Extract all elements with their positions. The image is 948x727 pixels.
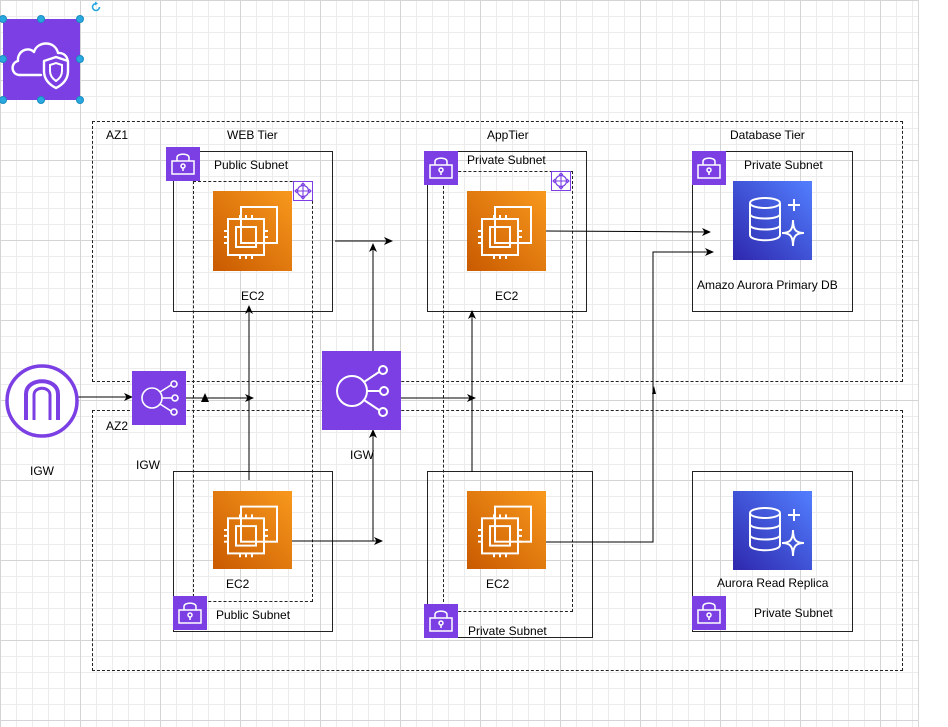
db-private-subnet-az2[interactable] [692, 471, 853, 632]
subnet-lock-icon [424, 604, 458, 638]
subnet-lock-icon [166, 147, 200, 181]
elastic-load-balancer-icon[interactable] [132, 371, 186, 425]
selection-handle-s[interactable] [37, 96, 45, 104]
selection-handle-ne[interactable] [76, 15, 84, 23]
subnet-lock-icon [692, 151, 726, 185]
internet-gateway-icon[interactable] [3, 362, 81, 440]
elb-center-label: IGW [350, 448, 374, 462]
web-az2-subnet-label: Public Subnet [216, 608, 291, 622]
selection-handle-se[interactable] [76, 96, 84, 104]
aurora-database-icon[interactable] [733, 491, 812, 570]
ec2-web-az1-label: EC2 [241, 289, 265, 303]
ec2-web-az2-label: EC2 [226, 577, 250, 591]
ec2-app-az1-label: EC2 [495, 289, 519, 303]
db-az1-subnet-label: Private Subnet [744, 158, 823, 172]
web-tier-label: WEB Tier [227, 128, 278, 142]
ec2-instance-icon[interactable] [213, 491, 292, 569]
web-az1-subnet-label: Public Subnet [214, 158, 289, 172]
selection-handle-e[interactable] [76, 55, 84, 63]
auto-scaling-group-icon [551, 171, 571, 191]
az1-label: AZ1 [106, 128, 129, 142]
subnet-lock-icon [173, 596, 207, 630]
app-tier-label: AppTier [487, 128, 529, 142]
app-private-subnet-az2[interactable] [427, 471, 593, 638]
ec2-app-az2-label: EC2 [486, 577, 510, 591]
selection-handle-n[interactable] [37, 15, 45, 23]
web-public-subnet-az1[interactable] [173, 151, 333, 312]
auto-scaling-group-icon [293, 181, 313, 201]
selection-handle-w[interactable] [0, 55, 7, 63]
primary-db-label: Amazo Aurora Primary DB [697, 278, 838, 292]
app-az1-subnet-label: Private Subnet [467, 153, 546, 167]
ec2-instance-icon[interactable] [467, 191, 546, 271]
app-az2-subnet-label: Private Subnet [468, 624, 547, 638]
subnet-lock-icon [692, 596, 726, 630]
aurora-database-icon[interactable] [733, 181, 812, 260]
az2-label: AZ2 [106, 419, 129, 433]
elb-left-label: IGW [136, 458, 160, 472]
igw-label: IGW [30, 464, 54, 478]
vpc-icon[interactable] [3, 19, 80, 100]
az1-zone[interactable] [92, 121, 903, 382]
az2-zone[interactable] [92, 410, 903, 671]
elastic-load-balancer-icon[interactable] [322, 351, 401, 430]
db-tier-label: Database Tier [730, 128, 805, 142]
link-app-az1-to-primary-db[interactable] [545, 227, 711, 236]
link-app-az2-to-db-tier[interactable] [546, 248, 714, 543]
ec2-instance-icon[interactable] [467, 491, 546, 569]
rotate-handle-icon[interactable] [90, 0, 102, 12]
canvas-right-edge [918, 0, 948, 727]
ec2-instance-icon[interactable] [213, 191, 292, 271]
web-public-subnet-az2[interactable] [173, 471, 333, 632]
subnet-lock-icon [424, 151, 458, 185]
selection-handle-nw[interactable] [0, 15, 7, 23]
replica-db-label: Aurora Read Replica [717, 576, 829, 590]
asg-web-outline[interactable] [193, 181, 313, 602]
selection-handle-sw[interactable] [0, 96, 7, 104]
db-az2-subnet-label: Private Subnet [754, 606, 833, 620]
asg-app-outline[interactable] [443, 171, 573, 612]
